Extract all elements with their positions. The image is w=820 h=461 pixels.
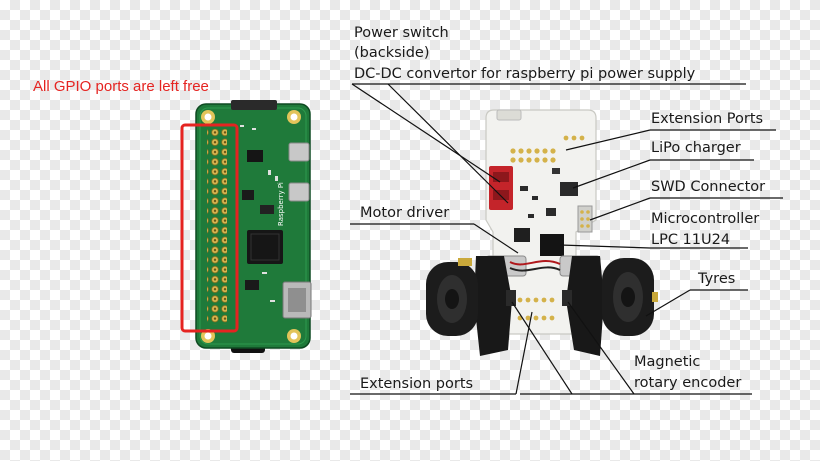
gpio-highlight-box bbox=[180, 123, 239, 333]
micro-usb-power bbox=[288, 142, 310, 162]
label-lipo-charger: LiPo charger bbox=[651, 140, 741, 156]
leader-power-switch bbox=[351, 83, 501, 183]
robot-assembly bbox=[426, 109, 658, 356]
leader-micro bbox=[559, 244, 651, 249]
camera-connector bbox=[231, 100, 277, 110]
leader-extension-bottom bbox=[515, 311, 533, 395]
label-lpc: LPC 11U24 bbox=[651, 232, 731, 248]
left-encoder bbox=[506, 290, 516, 306]
right-encoder bbox=[562, 290, 572, 306]
leader-tyres bbox=[645, 289, 691, 317]
leader-encoder-right bbox=[567, 301, 635, 395]
leader-lipo bbox=[572, 159, 651, 189]
label-extension-ports-top: Extension Ports bbox=[651, 111, 764, 127]
left-motor-mount bbox=[474, 256, 512, 356]
leader-dcdc bbox=[387, 83, 509, 204]
extension-port-pads bbox=[510, 135, 585, 163]
right-motor-mount bbox=[566, 256, 604, 356]
label-dcdc: DC-DC convertor for raspberry pi power s… bbox=[354, 66, 696, 82]
micro-usb-data bbox=[288, 182, 310, 202]
label-microcontroller: Microcontroller bbox=[651, 211, 760, 227]
label-tyres: Tyres bbox=[698, 271, 736, 287]
leader-encoder-left bbox=[511, 301, 573, 395]
gpio-header bbox=[207, 129, 227, 325]
svg-text:Raspberry Pi: Raspberry Pi bbox=[277, 182, 285, 226]
raspberry-pi-zero: Raspberry Pi bbox=[195, 100, 312, 353]
leader-motor-driver bbox=[473, 223, 519, 254]
label-swd-connector: SWD Connector bbox=[651, 179, 766, 195]
leader-swd bbox=[589, 197, 651, 221]
leader-lines bbox=[350, 83, 783, 395]
label-motor-driver: Motor driver bbox=[360, 205, 450, 221]
lipo-charger-chip bbox=[560, 182, 578, 196]
label-backside: (backside) bbox=[354, 45, 430, 61]
label-magnetic: Magnetic bbox=[634, 354, 701, 370]
label-extension-ports-bottom: Extension ports bbox=[360, 376, 474, 392]
swd-connector bbox=[577, 205, 593, 233]
label-rotary-encoder: rotary encoder bbox=[634, 375, 742, 391]
leader-extension-top bbox=[565, 129, 651, 151]
robot-board bbox=[485, 109, 597, 335]
processor-chip bbox=[247, 230, 283, 264]
gpio-note: All GPIO ports are left free bbox=[33, 78, 209, 95]
motor-driver-chip bbox=[514, 228, 530, 242]
label-power-switch: Power switch bbox=[354, 25, 449, 41]
microcontroller-chip bbox=[540, 234, 564, 256]
